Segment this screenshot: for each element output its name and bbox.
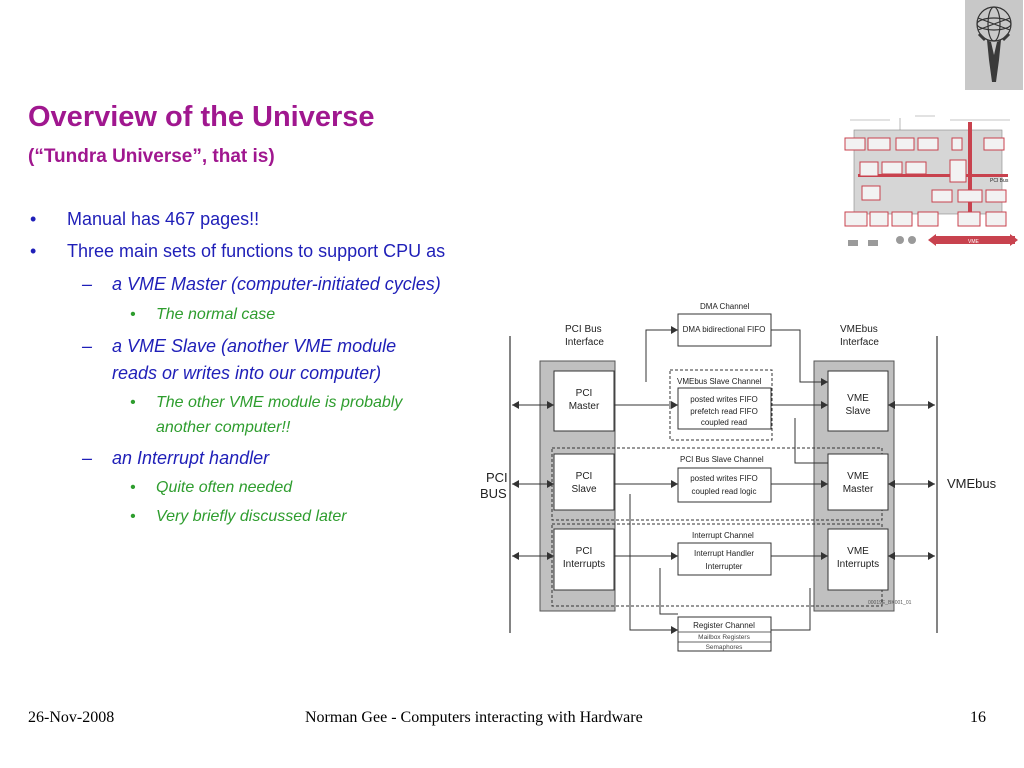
pci-interrupts-label-2: Interrupts bbox=[563, 559, 605, 570]
page-number: 16 bbox=[970, 709, 986, 726]
dma-fifo-label: DMA bidirectional FIFO bbox=[683, 325, 766, 334]
vme-master-label-2: Master bbox=[843, 484, 874, 495]
pci-bus-label-line1: PCI bbox=[486, 470, 508, 485]
sub-sub-bullet-text: another computer!! bbox=[156, 419, 291, 436]
bullet-marker: • bbox=[130, 479, 136, 496]
vme-interface-label-line2: Interface bbox=[840, 337, 879, 348]
vme-slave-channel-title: VMEbus Slave Channel bbox=[677, 377, 762, 386]
bullet-marker: • bbox=[30, 241, 37, 261]
thumbnail-block-diagram: PCI Bus VME bbox=[840, 112, 1018, 254]
interrupt-box-line2: Interrupter bbox=[706, 562, 743, 571]
semaphores-label: Semaphores bbox=[706, 644, 744, 651]
mailbox-registers-label: Mailbox Registers bbox=[698, 634, 750, 641]
vme-slave-label-2: Slave bbox=[845, 406, 870, 417]
sub-bullet-text: a VME Master (computer-initiated cycles) bbox=[112, 274, 441, 294]
vme-slave-label-1: VME bbox=[847, 393, 869, 404]
pci-slave-label-1: PCI bbox=[576, 471, 593, 482]
universe-block-diagram: PCI BUS VMEbus PCI Bus Interface VMEbus … bbox=[470, 298, 1020, 658]
vme-master-label-1: VME bbox=[847, 471, 869, 482]
sub-bullet-text: a VME Slave (another VME module bbox=[112, 336, 397, 356]
vme-slave-box-line1: posted writes FIFO bbox=[690, 395, 758, 404]
bullet-marker: • bbox=[30, 209, 37, 229]
pci-interface-label-line2: Interface bbox=[565, 337, 604, 348]
dash-marker: – bbox=[82, 448, 93, 468]
thumb-vme-label: VME bbox=[968, 239, 980, 245]
register-channel-title: Register Channel bbox=[693, 621, 755, 630]
pci-master-label-2: Master bbox=[569, 401, 600, 412]
atlas-logo bbox=[965, 0, 1023, 90]
interrupt-box-line1: Interrupt Handler bbox=[694, 549, 754, 558]
sub-sub-bullet-text: The normal case bbox=[156, 306, 276, 323]
vme-interface-label-line1: VMEbus bbox=[840, 324, 878, 335]
pci-slave-box-line2: coupled read logic bbox=[692, 487, 757, 496]
vme-interrupts-label-2: Interrupts bbox=[837, 559, 879, 570]
footer-date: 26-Nov-2008 bbox=[28, 709, 115, 726]
sub-bullet-text: an Interrupt handler bbox=[112, 448, 270, 468]
bullet-marker: • bbox=[130, 508, 136, 525]
pci-bus-label-line2: BUS bbox=[480, 486, 507, 501]
footer-center-text: Norman Gee - Computers interacting with … bbox=[305, 709, 643, 726]
vme-slave-box-line2: prefetch read FIFO bbox=[690, 407, 758, 416]
pci-slave-box-line1: posted writes FIFO bbox=[690, 474, 758, 483]
dash-marker: – bbox=[82, 274, 93, 294]
pci-slave-label-2: Slave bbox=[571, 484, 596, 495]
vme-interrupts-label-1: VME bbox=[847, 546, 869, 557]
dma-channel-title: DMA Channel bbox=[700, 302, 750, 311]
pci-interface-label-line1: PCI Bus bbox=[565, 324, 602, 335]
bullet-text: Three main sets of functions to support … bbox=[67, 241, 446, 261]
thumb-pci-bus-label: PCI Bus bbox=[990, 178, 1009, 184]
sub-sub-bullet-text: Quite often needed bbox=[156, 479, 293, 496]
bullet-text: Manual has 467 pages!! bbox=[67, 209, 260, 229]
figure-id: 00019E_BK001_01 bbox=[868, 600, 912, 606]
bullet-marker: • bbox=[130, 394, 136, 411]
slide-title: Overview of the Universe bbox=[28, 101, 375, 133]
vme-bus-label: VMEbus bbox=[947, 476, 997, 491]
sub-sub-bullet-text: Very briefly discussed later bbox=[156, 508, 347, 525]
pci-interrupts-label-1: PCI bbox=[576, 546, 593, 557]
slide-subtitle: (“Tundra Universe”, that is) bbox=[28, 146, 275, 167]
vme-slave-box-line3: coupled read bbox=[701, 418, 747, 427]
sub-bullet-text: reads or writes into our computer) bbox=[112, 363, 382, 383]
bullet-marker: • bbox=[130, 306, 136, 323]
pci-slave-channel-title: PCI Bus Slave Channel bbox=[680, 455, 764, 464]
dash-marker: – bbox=[82, 336, 93, 356]
pci-master-label-1: PCI bbox=[576, 388, 593, 399]
interrupt-channel-title: Interrupt Channel bbox=[692, 531, 754, 540]
sub-sub-bullet-text: The other VME module is probably bbox=[156, 394, 403, 411]
